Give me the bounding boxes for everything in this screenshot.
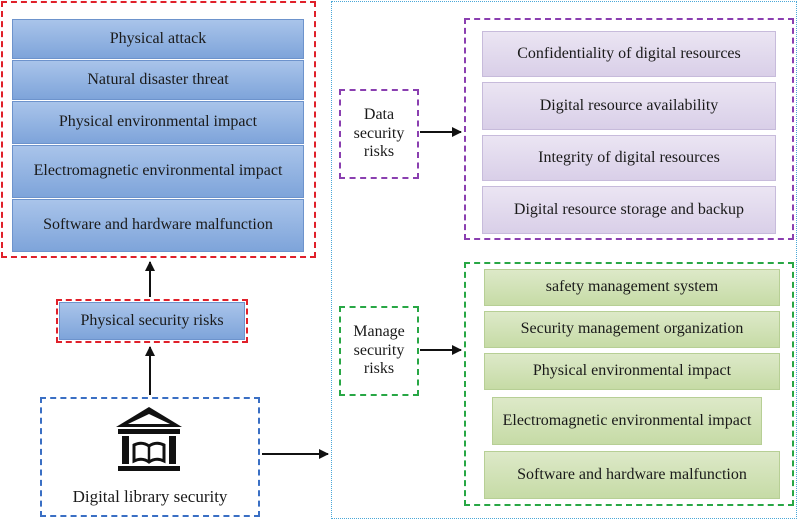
- data-item-integrity: Integrity of digital resources: [482, 135, 776, 181]
- physical-security-risks-box: Physical security risks: [59, 302, 245, 340]
- manage-item-organization: Security management organization: [484, 311, 780, 348]
- data-item-storage-backup: Digital resource storage and backup: [482, 186, 776, 234]
- threat-physical-environmental: Physical environmental impact: [12, 101, 304, 144]
- data-item-confidentiality: Confidentiality of digital resources: [482, 31, 776, 77]
- physical-threats-group: [1, 1, 316, 258]
- library-building-icon: [112, 405, 186, 477]
- manage-items-group: [464, 262, 794, 506]
- threat-physical-attack: Physical attack: [12, 19, 304, 59]
- data-items-group: [464, 18, 794, 240]
- threat-software-hardware: Software and hardware malfunction: [12, 199, 304, 252]
- physical-security-risks-frame: [56, 299, 248, 343]
- manage-item-software-hardware: Software and hardware malfunction: [484, 451, 780, 499]
- manage-item-physical-environmental: Physical environmental impact: [484, 353, 780, 390]
- digital-library-frame: [40, 397, 260, 517]
- manage-item-electromagnetic: Electromagnetic environmental impact: [492, 397, 762, 445]
- risk-categories-container: [331, 1, 797, 519]
- data-security-risks-label: Data security risks: [353, 106, 405, 161]
- manage-item-safety-system: safety management system: [484, 269, 780, 306]
- manage-security-risks-frame: [339, 306, 419, 396]
- manage-security-risks-label: Manage security risks: [353, 323, 405, 378]
- threat-natural-disaster: Natural disaster threat: [12, 60, 304, 100]
- threat-electromagnetic: Electromagnetic environmental impact: [12, 145, 304, 198]
- digital-library-label: Digital library security: [72, 487, 228, 507]
- data-item-availability: Digital resource availability: [482, 82, 776, 130]
- data-security-risks-frame: [339, 89, 419, 179]
